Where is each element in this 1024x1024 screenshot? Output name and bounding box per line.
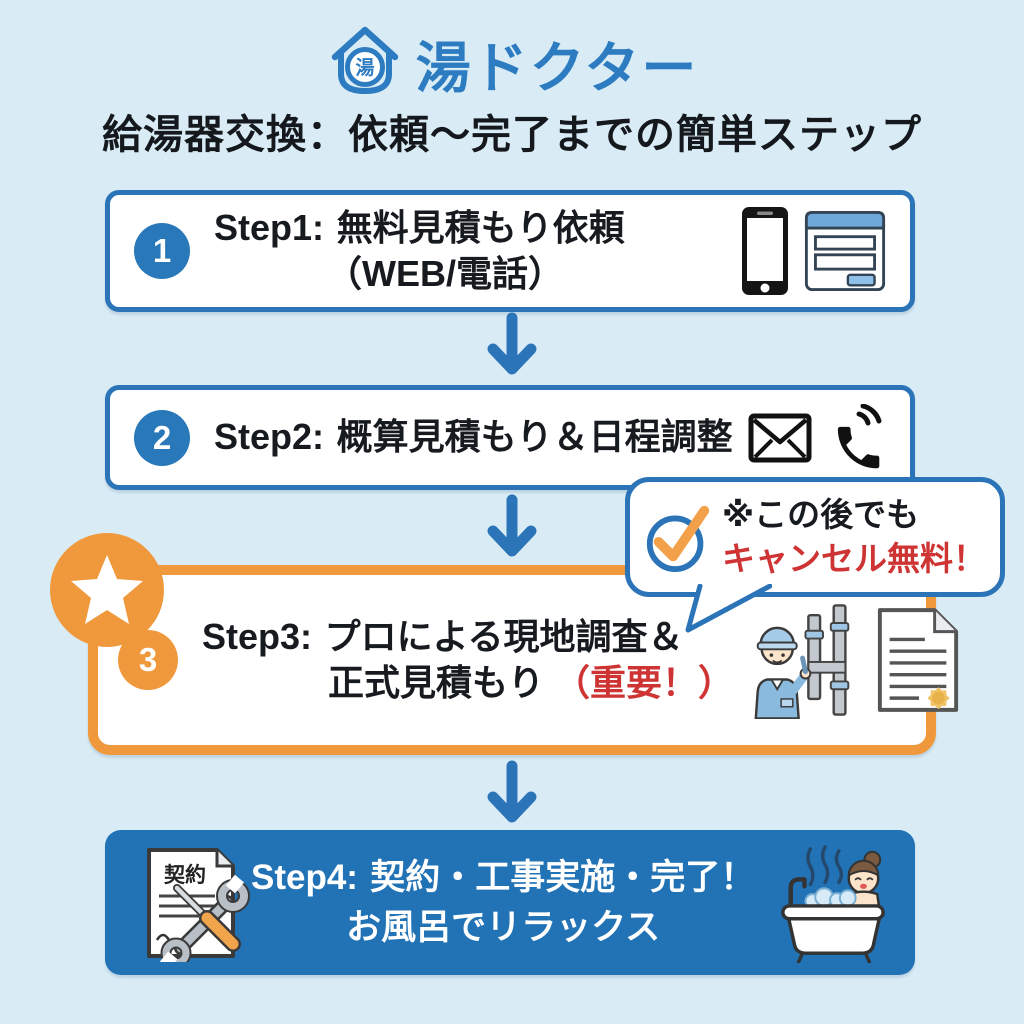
step1-title: Step1: 無料見積もり依頼 （WEB/電話） [214, 205, 625, 297]
step3-box: 3 Step3: プロによる現地調査＆ 正式見積もり （重要！） [50, 533, 959, 755]
free-cancel-callout: ※この後でも キャンセル無料！ [625, 477, 1005, 633]
step4-title: Step4: 契約・工事実施・完了！ お風呂でリラックス [251, 853, 755, 952]
step1-number-badge: 1 [134, 223, 190, 279]
arrow-down-icon [484, 312, 540, 385]
step3-text2: 正式見積もり [328, 662, 545, 703]
phone-call-icon [827, 403, 891, 472]
step1-line2: （WEB/電話） [326, 253, 564, 294]
step2-number-badge: 2 [134, 409, 190, 466]
step4-line2: お風呂でリラックス [346, 907, 661, 947]
step3-line2: 正式見積もり （重要！） [202, 660, 734, 706]
contract-doc-label: 契約 [163, 863, 206, 887]
page-title: 給湯器交換：依頼〜完了までの簡単ステップ [102, 113, 922, 157]
envelope-icon [747, 411, 813, 465]
step3-text1: プロによる現地調査＆ [324, 615, 684, 657]
step2-box: 2 Step2: 概算見積もり＆日程調整 [105, 385, 915, 490]
step4-line1: Step4: 契約・工事実施・完了！ [251, 853, 755, 903]
step4-text1: 契約・工事実施・完了！ [370, 857, 756, 897]
brand-logo: 湯 湯ドクター [0, 22, 1024, 103]
step4-box: 契約 Step4: 契約・工事実施・完了！ お風呂でリラックス [105, 830, 915, 975]
bathtub-relax-icon [769, 843, 895, 963]
smartphone-icon [740, 205, 790, 297]
web-form-icon [804, 209, 886, 293]
step1-line1: Step1: 無料見積もり依頼 [214, 205, 625, 251]
plumber-icon [748, 601, 860, 719]
step1-label: Step1: [214, 206, 325, 248]
step1-text1: 無料見積もり依頼 [336, 206, 625, 248]
arrow-down-icon [484, 760, 540, 833]
arrow-down-icon [484, 494, 540, 567]
step2-label: Step2: [214, 416, 325, 458]
step3-line1: Step3: プロによる現地調査＆ [202, 614, 734, 660]
house-hot-water-icon: 湯 [326, 22, 404, 103]
callout-text: ※この後でも キャンセル無料！ [722, 493, 986, 580]
step2-text1: 概算見積もり＆日程調整 [336, 416, 733, 458]
step3-important-note: （重要！） [554, 662, 735, 703]
contract-and-tools-icon: 契約 [139, 844, 251, 962]
logo-text: 湯ドクター [415, 36, 699, 99]
callout-highlight: キャンセル無料！ [722, 540, 986, 577]
step2-line1: Step2: 概算見積もり＆日程調整 [214, 414, 733, 460]
step3-label: Step3: [202, 615, 313, 657]
checkmark-icon [642, 495, 716, 580]
logo-badge-char: 湯 [355, 57, 374, 79]
step1-box: 1 Step1: 無料見積もり依頼 （WEB/電話） [105, 190, 915, 312]
callout-note: ※この後でも [722, 496, 920, 534]
step2-title: Step2: 概算見積もり＆日程調整 [214, 414, 733, 460]
callout-tail [680, 583, 773, 639]
step4-label: Step4: [251, 857, 358, 897]
estimate-document-icon [874, 606, 962, 714]
step3-title: Step3: プロによる現地調査＆ 正式見積もり （重要！） [202, 614, 734, 706]
star-icon [46, 529, 168, 656]
step3-number-badge: 3 [118, 630, 178, 690]
